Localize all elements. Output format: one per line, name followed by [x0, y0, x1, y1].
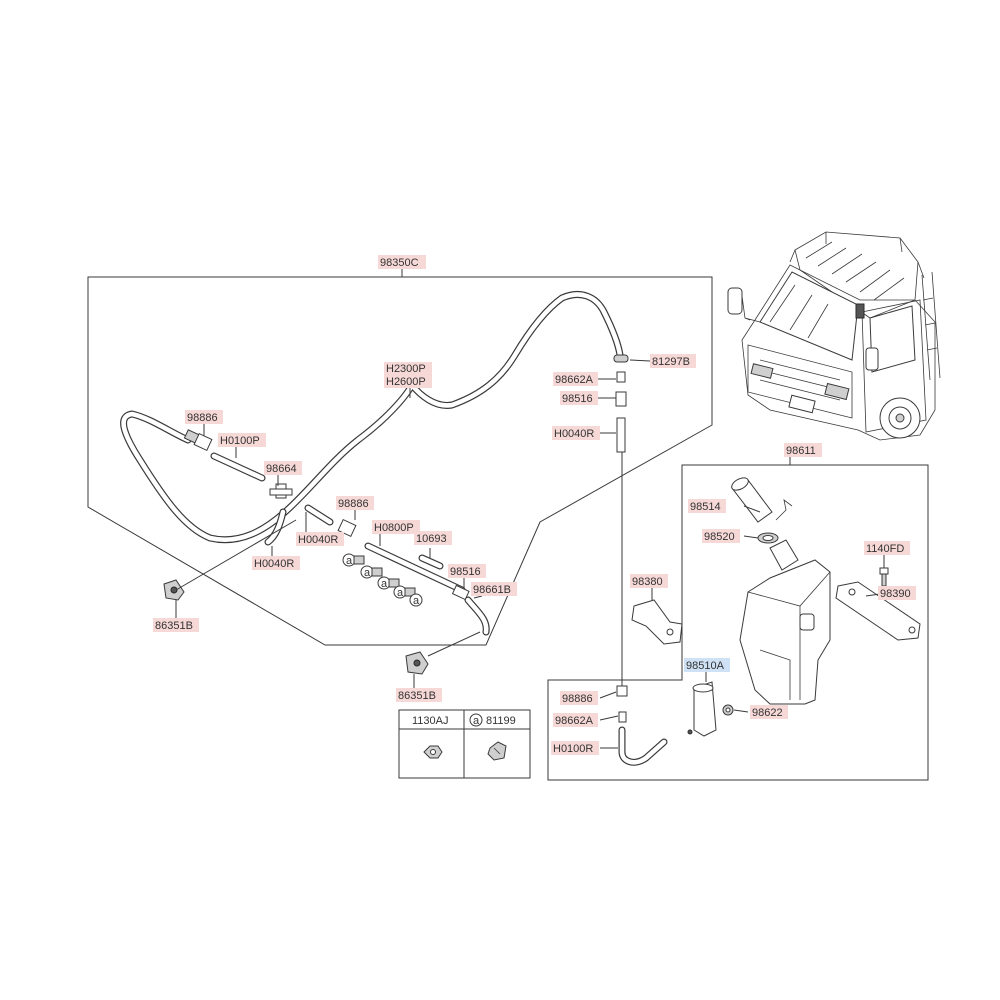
callout-98520[interactable]: 98520	[702, 529, 740, 543]
callout-98664[interactable]: 98664	[264, 461, 302, 475]
callout-1140FD[interactable]: 1140FD	[864, 541, 910, 555]
callout-98350C[interactable]: 98350C	[378, 255, 426, 269]
svg-text:a: a	[397, 587, 404, 599]
callout-98516-mid[interactable]: 98516	[448, 564, 486, 578]
svg-text:a: a	[413, 595, 420, 607]
nut-icon	[423, 745, 443, 759]
callout-98380[interactable]: 98380	[630, 574, 668, 588]
hose-fittings[interactable]	[183, 429, 470, 601]
callout-H0040R-top[interactable]: H0040R	[552, 426, 600, 440]
svg-text:H2300P: H2300P	[386, 363, 426, 375]
clip-markers: a a a a a	[342, 553, 423, 607]
leader-lines	[175, 268, 885, 749]
svg-text:a: a	[364, 567, 371, 579]
grommet-icon[interactable]	[722, 704, 734, 716]
svg-text:98886: 98886	[338, 498, 369, 510]
svg-text:H0040R: H0040R	[554, 428, 594, 440]
truck-illustration-icon	[727, 231, 941, 441]
svg-text:98516: 98516	[562, 393, 593, 405]
svg-text:H0040R: H0040R	[254, 558, 294, 570]
callout-86351B-mid[interactable]: 86351B	[396, 688, 442, 702]
callout-86351B-left[interactable]: 86351B	[153, 618, 199, 632]
callout-98662A-low[interactable]: 98662A	[553, 713, 598, 727]
nozzle-icon[interactable]	[163, 579, 429, 675]
svg-text:98350C: 98350C	[380, 257, 419, 269]
legend-col1-header: 1130AJ	[412, 715, 449, 727]
svg-text:98886: 98886	[187, 412, 218, 424]
washer-hose-assembly[interactable]	[120, 291, 624, 636]
svg-text:98622: 98622	[752, 707, 783, 719]
svg-text:H2600P: H2600P	[386, 376, 426, 388]
callout-98661B[interactable]: 98661B	[471, 582, 517, 596]
callout-H0040R-left[interactable]: H0040R	[252, 556, 300, 570]
callout-labels: 98350C 81297B 98662A 98516 H0040R H2300P…	[153, 255, 916, 755]
callout-H2600P[interactable]: H2600P	[384, 375, 432, 388]
callout-98886-mid[interactable]: 98886	[336, 496, 374, 510]
svg-text:H0100P: H0100P	[220, 435, 260, 447]
clip-icon	[487, 741, 507, 761]
callout-98611[interactable]: 98611	[784, 443, 822, 457]
svg-text:98514: 98514	[690, 501, 721, 513]
legend-col2-marker: a	[473, 715, 480, 727]
callout-H2300P[interactable]: H2300P	[384, 362, 432, 375]
washer-pump-icon[interactable]	[687, 681, 717, 737]
reservoir-box	[547, 464, 929, 781]
vertical-hose-line[interactable]	[613, 354, 668, 766]
svg-text:98611: 98611	[786, 445, 816, 457]
svg-text:a: a	[381, 578, 388, 590]
legend-table: 1130AJ a 81199	[398, 709, 531, 779]
svg-text:98380: 98380	[632, 576, 663, 588]
callout-81297B[interactable]: 81297B	[650, 354, 696, 368]
svg-text:10693: 10693	[416, 533, 447, 545]
tank-bracket-left[interactable]	[631, 599, 683, 645]
svg-text:98662A: 98662A	[555, 374, 594, 386]
svg-text:98664: 98664	[266, 463, 297, 475]
svg-text:98390: 98390	[880, 588, 911, 600]
svg-text:1140FD: 1140FD	[866, 543, 904, 555]
washer-tank-icon[interactable]	[730, 475, 831, 705]
svg-text:98510A: 98510A	[686, 660, 725, 672]
svg-text:98661B: 98661B	[473, 584, 511, 596]
callout-H0800P[interactable]: H0800P	[372, 520, 420, 534]
callout-98516-top[interactable]: 98516	[560, 391, 598, 405]
callout-H0040R-mid[interactable]: H0040R	[296, 532, 344, 546]
bolt-icon[interactable]	[879, 567, 889, 587]
callout-10693[interactable]: 10693	[414, 531, 452, 545]
svg-text:98886: 98886	[562, 693, 593, 705]
callout-H0100P[interactable]: H0100P	[218, 433, 266, 447]
svg-text:86351B: 86351B	[398, 690, 436, 702]
callout-H0100R[interactable]: H0100R	[551, 741, 599, 755]
svg-text:98516: 98516	[450, 566, 481, 578]
callout-98886-low[interactable]: 98886	[560, 691, 598, 705]
svg-text:86351B: 86351B	[155, 620, 193, 632]
callout-98390[interactable]: 98390	[878, 586, 916, 600]
callout-98662A-top[interactable]: 98662A	[553, 372, 598, 386]
callout-98886-left[interactable]: 98886	[185, 410, 223, 424]
callout-98510A[interactable]: 98510A	[684, 658, 730, 672]
svg-text:98662A: 98662A	[555, 715, 594, 727]
svg-text:H0100R: H0100R	[553, 743, 593, 755]
svg-text:a: a	[346, 555, 353, 567]
svg-text:81297B: 81297B	[652, 356, 690, 368]
callout-98514[interactable]: 98514	[688, 499, 726, 513]
callout-98622[interactable]: 98622	[750, 705, 788, 719]
svg-text:98520: 98520	[704, 531, 735, 543]
svg-text:H0800P: H0800P	[374, 522, 414, 534]
legend-col2-header: 81199	[486, 715, 516, 727]
svg-text:H0040R: H0040R	[298, 534, 338, 546]
tank-bracket-right[interactable]	[835, 581, 921, 641]
